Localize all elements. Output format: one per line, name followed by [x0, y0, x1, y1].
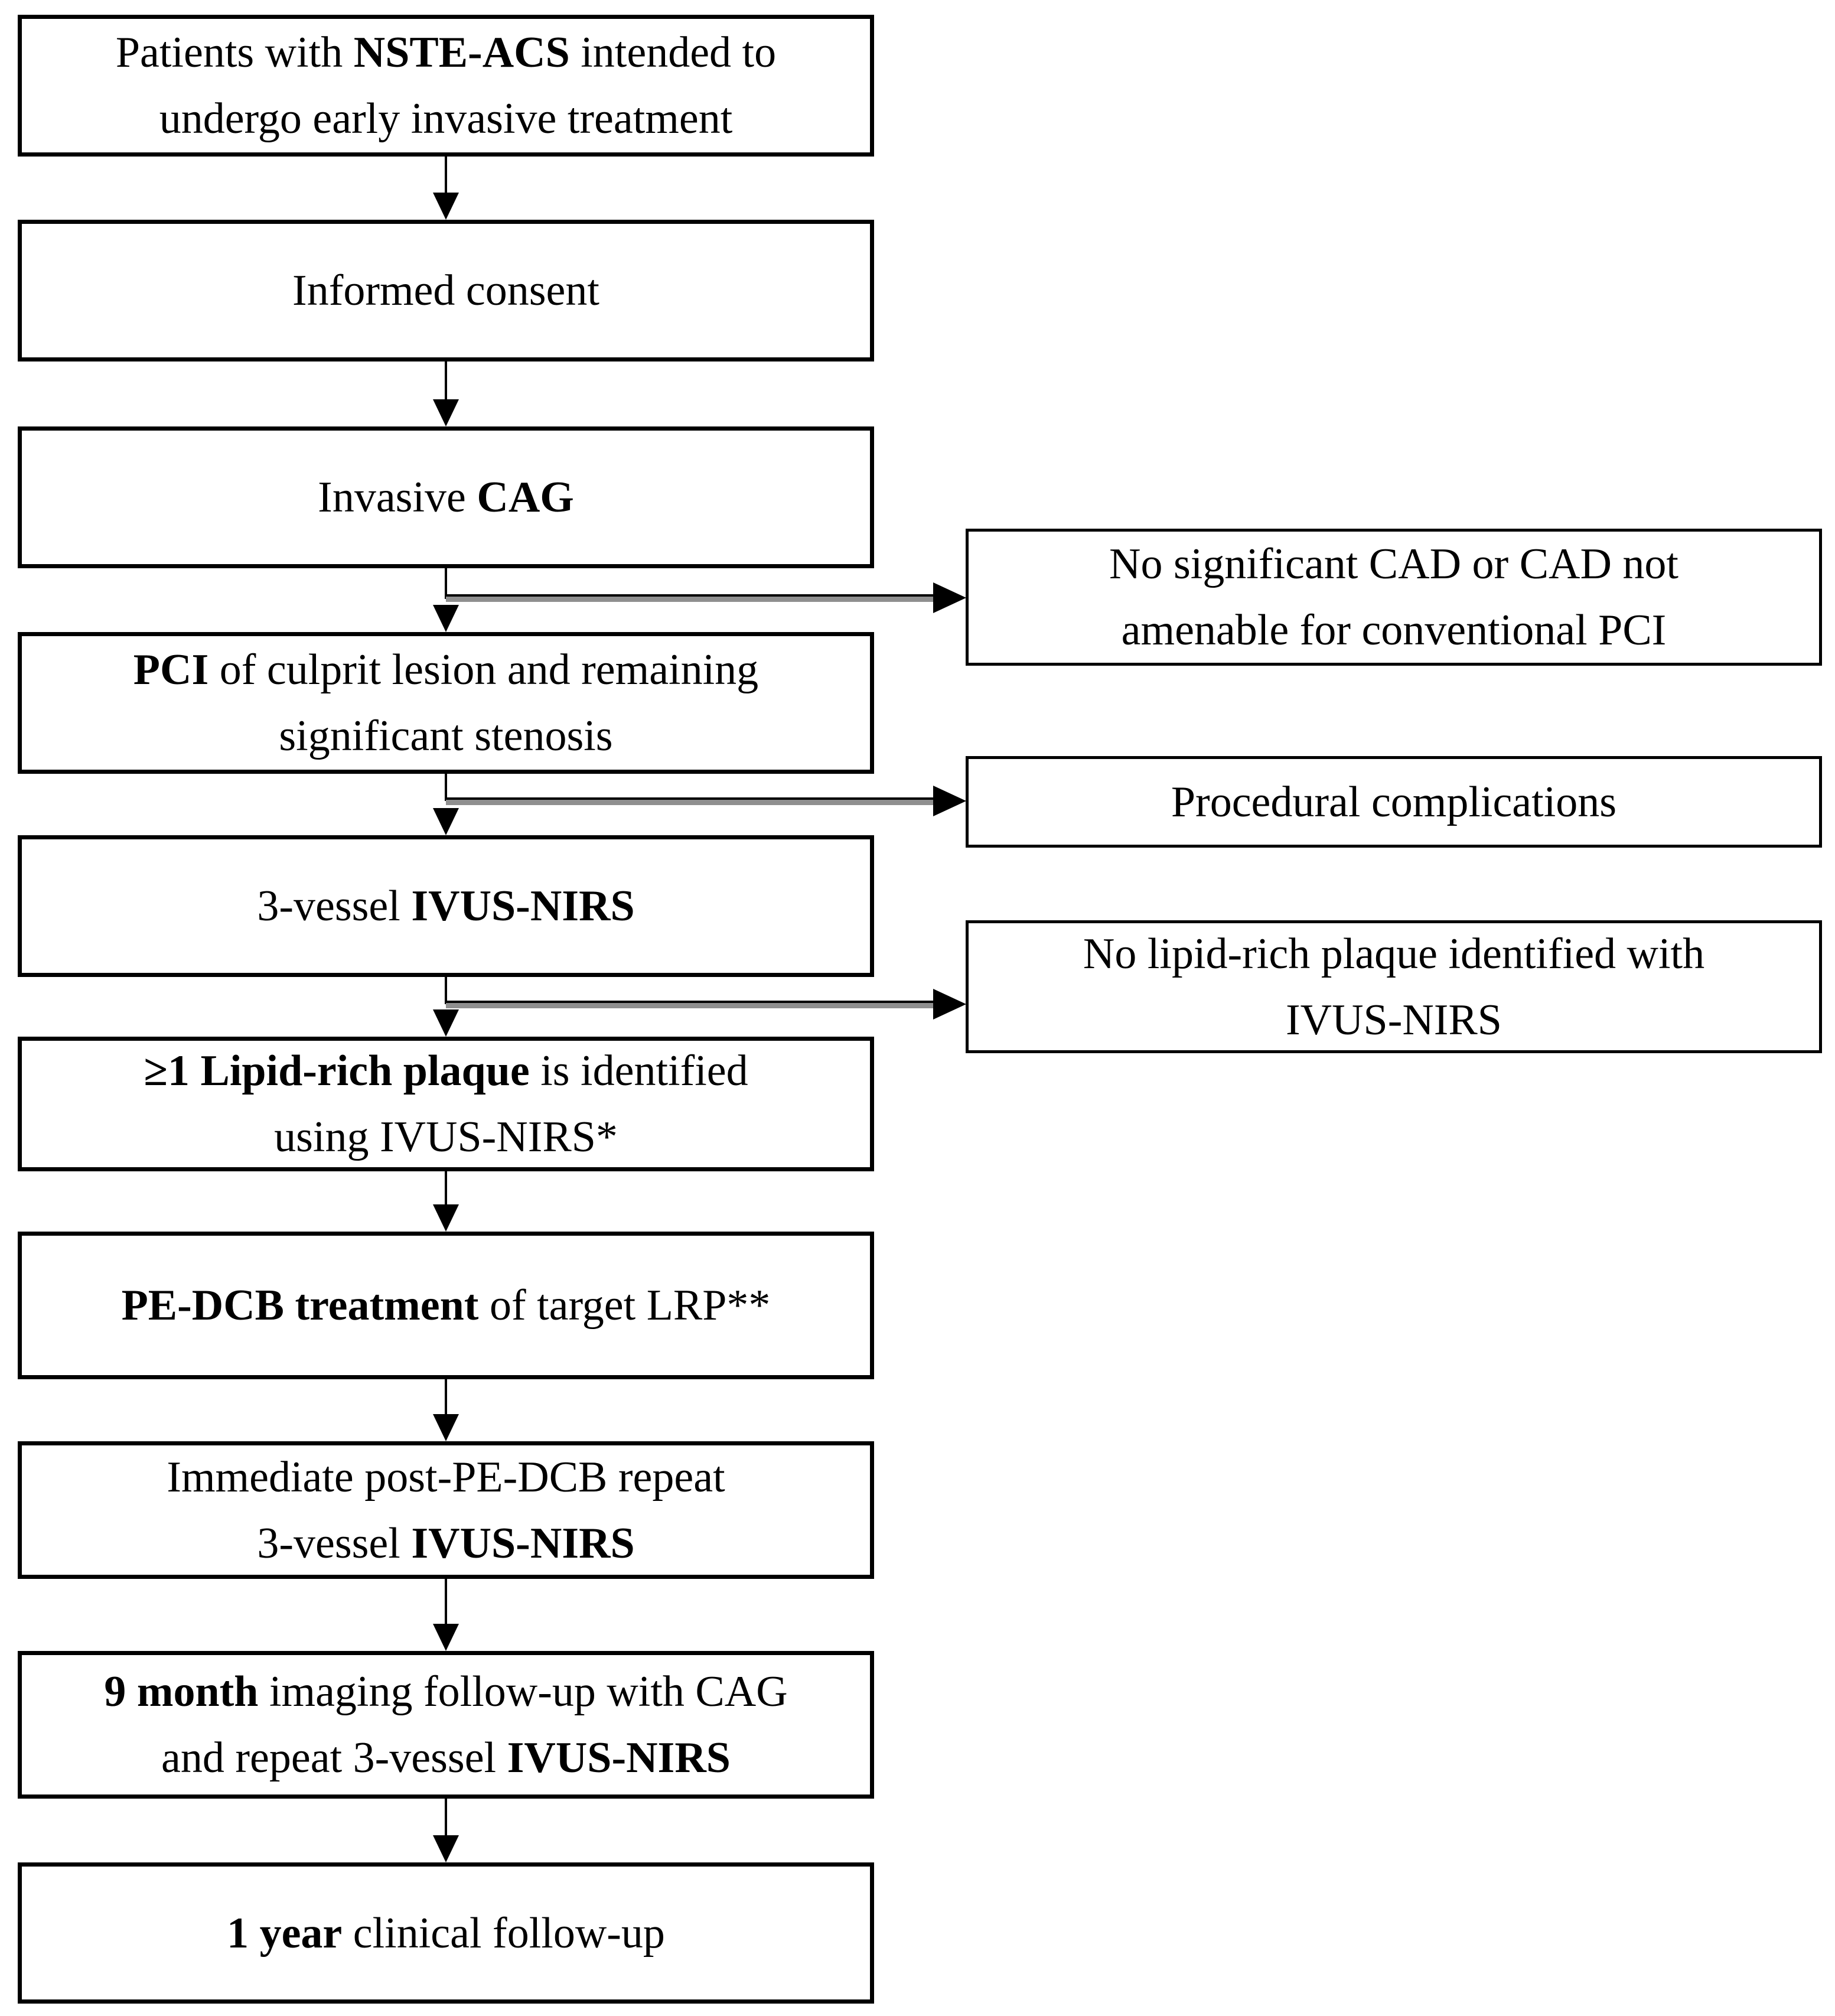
down-arrow-icon — [433, 605, 459, 632]
right-arrow-icon — [933, 582, 966, 613]
box-patients-nste-acs: Patients with NSTE-ACS intended to under… — [18, 15, 874, 157]
text-segment-bold: 1 year — [227, 1908, 343, 1958]
text-segment: Patients with — [115, 28, 354, 77]
box-text-line: Procedural complications — [1171, 769, 1616, 835]
box-text-line: No lipid-rich plaque identified with — [1083, 921, 1704, 987]
branch-line-no-significant-cad — [446, 594, 933, 602]
down-arrow-icon — [433, 399, 459, 426]
down-arrow-icon — [433, 193, 459, 220]
text-segment: undergo early invasive treatment — [159, 95, 733, 143]
box-text-line: 9 month imaging follow-up with CAG — [104, 1659, 787, 1725]
text-segment: significant stenosis — [279, 712, 613, 760]
box-text-line: Invasive CAG — [318, 464, 574, 530]
text-segment-bold: IVUS-NIRS — [411, 882, 635, 930]
down-arrow-icon — [433, 1009, 459, 1037]
box-text-line: No significant CAD or CAD not — [1109, 531, 1678, 597]
down-arrow-icon — [433, 1835, 459, 1862]
text-segment: of target LRP** — [478, 1281, 771, 1330]
text-segment: 3-vessel — [257, 1519, 412, 1568]
box-pci-culprit-lesion: PCI of culprit lesion and remaining sign… — [18, 632, 874, 774]
connector-down-line-3 — [445, 568, 447, 599]
text-segment: 3-vessel — [257, 882, 412, 930]
text-segment: is identified — [529, 1047, 748, 1095]
box-no-significant-cad: No significant CAD or CAD not amenable f… — [966, 529, 1822, 666]
box-text-line: using IVUS-NIRS* — [274, 1104, 618, 1170]
box-informed-consent: Informed consent — [18, 220, 874, 361]
connector-down-line-9 — [445, 1799, 447, 1835]
box-text-line: Patients with NSTE-ACS intended to — [116, 19, 776, 86]
box-text-line: PCI of culprit lesion and remaining — [133, 637, 758, 703]
box-text-line: undergo early invasive treatment — [159, 86, 733, 152]
connector-down-line-5 — [445, 977, 447, 1004]
box-no-lipid-rich-plaque: No lipid-rich plaque identified with IVU… — [966, 920, 1822, 1053]
text-segment: amenable for conventional PCI — [1121, 606, 1667, 654]
down-arrow-icon — [433, 808, 459, 835]
text-segment-bold: PCI — [133, 646, 209, 694]
box-text-line: IVUS-NIRS — [1286, 987, 1502, 1053]
text-segment: and repeat 3-vessel — [161, 1734, 507, 1782]
branch-line-no-lipid-rich-plaque — [446, 1001, 933, 1008]
box-text-line: 3-vessel IVUS-NIRS — [257, 1510, 634, 1577]
text-segment-bold: 9 month — [104, 1667, 259, 1716]
box-1-year-follow-up: 1 year clinical follow-up — [18, 1862, 874, 2004]
box-text-line: 3-vessel IVUS-NIRS — [257, 873, 634, 939]
box-text-line: 1 year clinical follow-up — [227, 1900, 665, 1966]
box-post-pe-dcb-repeat-ivus-nirs: Immediate post-PE-DCB repeat 3-vessel IV… — [18, 1441, 874, 1579]
box-text-line: Immediate post-PE-DCB repeat — [167, 1444, 725, 1510]
box-text-line: amenable for conventional PCI — [1122, 597, 1667, 663]
connector-down-line-4 — [445, 774, 447, 801]
text-segment: Informed consent — [292, 266, 599, 315]
text-segment: Immediate post-PE-DCB repeat — [167, 1452, 725, 1502]
text-segment-bold: ≥1 Lipid-rich plaque — [144, 1047, 530, 1095]
text-segment: imaging follow-up with CAG — [258, 1667, 788, 1716]
text-segment-bold: IVUS-NIRS — [411, 1519, 635, 1568]
connector-down-line-7 — [445, 1379, 447, 1414]
text-segment-bold: NSTE-ACS — [353, 28, 570, 77]
box-text-line: significant stenosis — [279, 703, 612, 769]
down-arrow-icon — [433, 1204, 459, 1232]
box-9-month-follow-up: 9 month imaging follow-up with CAG and r… — [18, 1651, 874, 1799]
text-segment: of culprit lesion and remaining — [208, 646, 759, 694]
box-invasive-cag: Invasive CAG — [18, 426, 874, 568]
right-arrow-icon — [933, 786, 966, 816]
text-segment-bold: IVUS-NIRS — [507, 1734, 731, 1782]
connector-down-line-1 — [445, 157, 447, 194]
text-segment: using IVUS-NIRS* — [274, 1113, 618, 1161]
box-text-line: Informed consent — [292, 258, 599, 324]
right-arrow-icon — [933, 989, 966, 1020]
text-segment: intended to — [569, 28, 777, 77]
box-text-line: ≥1 Lipid-rich plaque is identified — [144, 1038, 748, 1104]
box-procedural-complications: Procedural complications — [966, 756, 1822, 848]
text-segment: Procedural complications — [1171, 777, 1617, 826]
text-segment: IVUS-NIRS — [1286, 995, 1502, 1044]
text-segment: Invasive — [318, 473, 477, 522]
down-arrow-icon — [433, 1624, 459, 1651]
box-pe-dcb-treatment: PE-DCB treatment of target LRP** — [18, 1232, 874, 1379]
connector-down-line-2 — [445, 361, 447, 400]
box-3-vessel-ivus-nirs: 3-vessel IVUS-NIRS — [18, 835, 874, 977]
box-lipid-rich-plaque-identified: ≥1 Lipid-rich plaque is identified using… — [18, 1037, 874, 1171]
text-segment: No significant CAD or CAD not — [1109, 540, 1678, 588]
connector-down-line-8 — [445, 1579, 447, 1624]
box-text-line: and repeat 3-vessel IVUS-NIRS — [161, 1725, 731, 1791]
connector-down-line-6 — [445, 1171, 447, 1204]
text-segment: clinical follow-up — [342, 1908, 665, 1958]
branch-line-procedural-complications — [446, 797, 933, 805]
text-segment-bold: CAG — [477, 473, 574, 522]
down-arrow-icon — [433, 1414, 459, 1441]
text-segment: No lipid-rich plaque identified with — [1083, 929, 1705, 978]
text-segment-bold: PE-DCB treatment — [121, 1281, 479, 1330]
box-text-line: PE-DCB treatment of target LRP** — [122, 1272, 771, 1338]
